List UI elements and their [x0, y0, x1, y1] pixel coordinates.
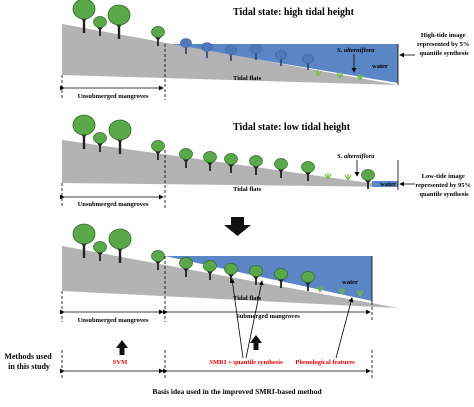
- note-top: High-tide image represented by 5% quanti…: [417, 32, 471, 57]
- span-label-middle: Unsubmerged mangroves: [78, 201, 149, 208]
- span-left-label-bottom: Unsubmerged mangroves: [78, 317, 149, 324]
- flats-label-top: Tidal flats: [233, 75, 262, 82]
- panel-middle-title: Tidal state: low tidal height: [233, 122, 351, 133]
- svm-up-arrow-icon: [116, 340, 128, 355]
- figure-caption: Basis idea used in the improved SMRI-bas…: [152, 387, 322, 396]
- method-phenology: Phenological features: [295, 359, 355, 366]
- species-label-middle: S. alterniflora: [337, 153, 375, 160]
- water-label-top: water: [372, 63, 388, 70]
- panel-top-title: Tidal state: high tidal height: [233, 7, 355, 18]
- phenology-pointer: [335, 297, 354, 359]
- methods-heading: Methods used in this study: [4, 352, 53, 371]
- panel-high-tide: Tidal state: high tidal height S. altern…: [60, 0, 471, 100]
- note-middle: Low-tide image represented by 95% quanti…: [415, 173, 472, 198]
- smri-up-arrow-icon: [250, 335, 262, 350]
- transition-arrow-icon: [224, 217, 251, 236]
- method-smri: SMRI + quantile synthesis: [209, 359, 283, 366]
- grass-icon: [344, 173, 352, 181]
- span-right-label-bottom: Submerged mangroves: [236, 313, 300, 320]
- methods-row: Methods used in this study SVM SMRI + qu…: [4, 335, 373, 378]
- span-label-top: Unsubmerged mangroves: [78, 93, 149, 100]
- water-label-middle: water: [380, 181, 396, 188]
- panel-combined: water Tidal flats Unsubmerged mangroves …: [60, 223, 398, 359]
- water-label-bottom: water: [342, 279, 358, 286]
- flats-label-bottom: Tidal flats: [233, 295, 262, 302]
- species-label-top: S. alterniflora: [337, 47, 375, 54]
- smri-pointer: [230, 278, 244, 359]
- flats-label-middle: Tidal flats: [233, 186, 262, 193]
- panel-low-tide: Tidal state: low tidal height S. alterni…: [60, 114, 472, 208]
- water-body-middle: [372, 181, 398, 187]
- mangrove-tree-icon: [273, 267, 289, 289]
- smri-pointer: [245, 280, 264, 359]
- ground-slope-bottom: [62, 246, 398, 308]
- method-svm: SVM: [113, 359, 127, 366]
